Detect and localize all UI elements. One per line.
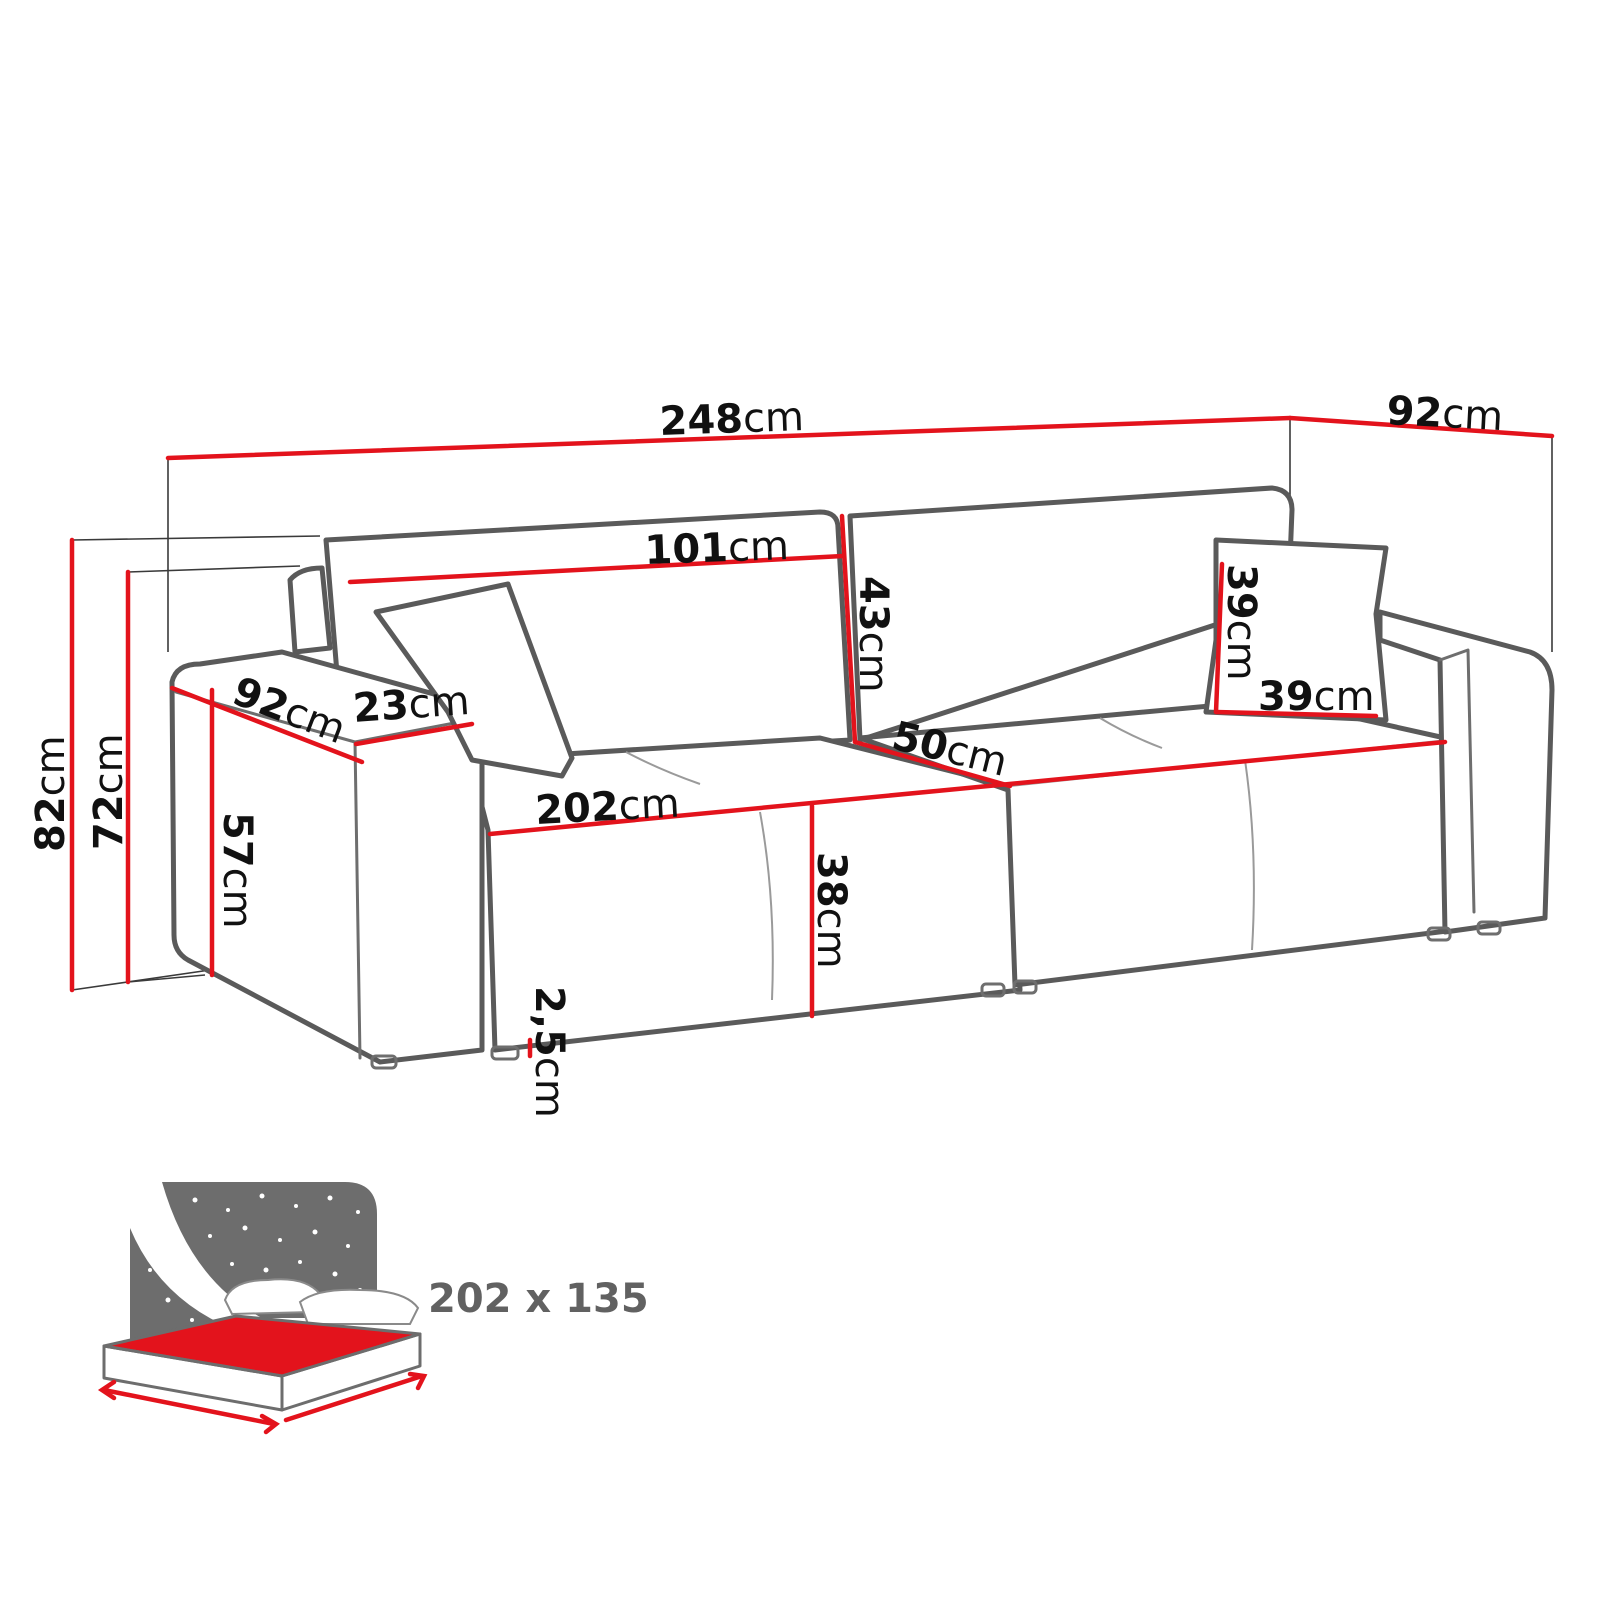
label-total-height: 82cm [28, 735, 74, 852]
sleeping-area-label: 202 x 135 [428, 1276, 649, 1322]
label-seat-height: 38cm [808, 852, 854, 969]
label-leg-height: 2,5cm [526, 986, 572, 1118]
dim-line-pillow-height [1213, 561, 1225, 715]
dim-line-seat-width [487, 739, 1448, 837]
label-cushion-width: 101cm [644, 523, 790, 574]
dim-line-seat-depth [852, 739, 1013, 789]
dim-line-overall-width [165, 415, 1293, 461]
dim-line-cushion-height [839, 513, 858, 745]
label-armrest-width: 23cm [351, 678, 471, 732]
bed-night-icon [97, 1182, 428, 1435]
label-cushion-height: 43cm [850, 576, 896, 693]
dimension-lines [69, 415, 1555, 1059]
stars-icon [148, 1193, 362, 1322]
dim-line-pillow-width [1213, 709, 1379, 719]
sofa-outline [169, 485, 1555, 1070]
label-seat-width: 202cm [534, 780, 681, 833]
dimension-labels: 248cm 92cm 101cm 43cm 39cm 39cm 92cm 23c… [28, 388, 1504, 1118]
label-overall-depth: 92cm [1385, 388, 1504, 440]
dim-line-overall-depth [1287, 415, 1555, 439]
label-pillow-height: 39cm [1218, 564, 1264, 681]
label-pillow-width: 39cm [1258, 674, 1375, 720]
dim-line-armrest-depth [169, 685, 365, 765]
dim-line-armrest-width [353, 721, 475, 747]
label-overall-width: 248cm [659, 394, 805, 445]
label-arm-height: 57cm [214, 812, 260, 929]
extension-lines [71, 418, 1553, 991]
dim-line-cushion-width [347, 553, 846, 585]
label-back-height: 72cm [86, 733, 132, 850]
